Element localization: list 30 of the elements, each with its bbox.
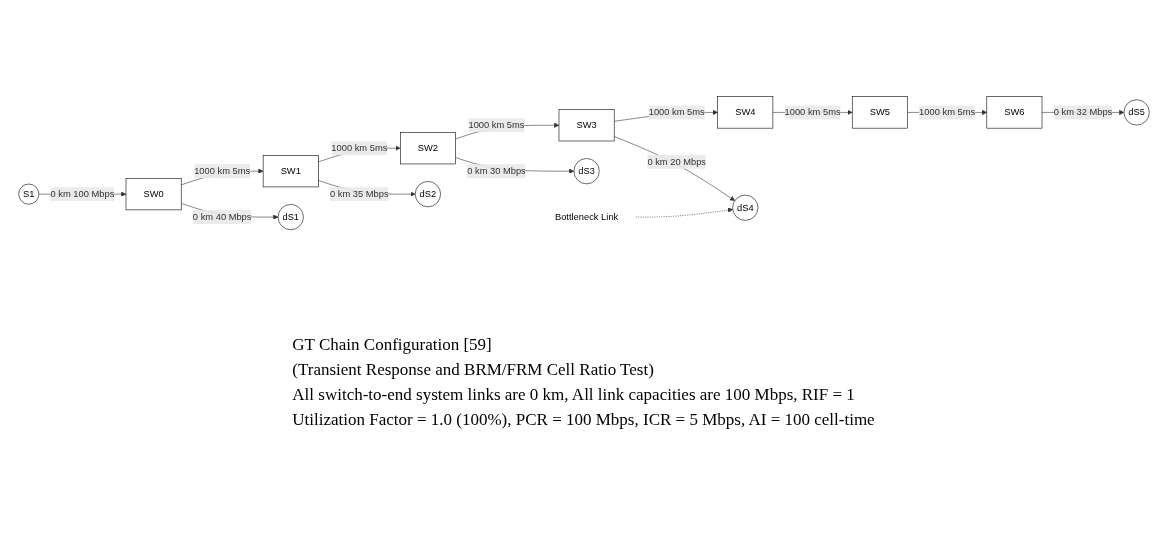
- node-text: Bottleneck Link: [554, 212, 618, 222]
- node-circle: dS3: [573, 158, 600, 185]
- node-circle: dS1: [277, 204, 304, 231]
- note-text: All switch-to-end system links are 0 km, All link capacities are 100 Mbps, RIF = 1: [292, 385, 856, 405]
- node-box: SW6: [986, 96, 1042, 129]
- caption: GT Chain Configuration [59]: [292, 335, 493, 355]
- node-box: SW4: [716, 96, 773, 129]
- node-circle: dS5: [1123, 99, 1150, 126]
- edge-label: 1000 km 5ms: [918, 107, 975, 118]
- edge-label: 1000 km 5ms: [467, 120, 524, 131]
- node-box: SW0: [125, 178, 181, 211]
- node-box: SW3: [558, 109, 614, 142]
- node-circle: dS2: [414, 181, 441, 208]
- node-circle: dS4: [731, 195, 758, 221]
- note-text: (Transient Response and BRM/FRM Cell Ratio Test): [292, 360, 655, 380]
- node-box: SW5: [851, 96, 908, 129]
- node-box: SW2: [399, 132, 456, 165]
- node-box: SW1: [262, 155, 319, 188]
- note-text: Utilization Factor = 1.0 (100%), PCR = 100 Mbps, ICR = 5 Mbps, AI = 100 cell-time: [292, 410, 875, 430]
- edge-label: 0 km 20 Mbps: [646, 156, 706, 167]
- edge-label: 1000 km 5ms: [193, 166, 250, 177]
- edge-label: 0 km 100 Mbps: [50, 189, 114, 200]
- edge-label: 0 km 32 Mbps: [1053, 107, 1112, 118]
- edge-label: 1000 km 5ms: [784, 107, 841, 118]
- edge-label: 1000 km 5ms: [330, 143, 387, 154]
- edge-label: 0 km 40 Mbps: [192, 212, 251, 222]
- edge-label: 0 km 30 Mbps: [466, 166, 526, 177]
- edge-label: 0 km 35 Mbps: [329, 189, 389, 200]
- edge-label: 1000 km 5ms: [648, 107, 705, 118]
- node-circle: S1: [17, 184, 39, 205]
